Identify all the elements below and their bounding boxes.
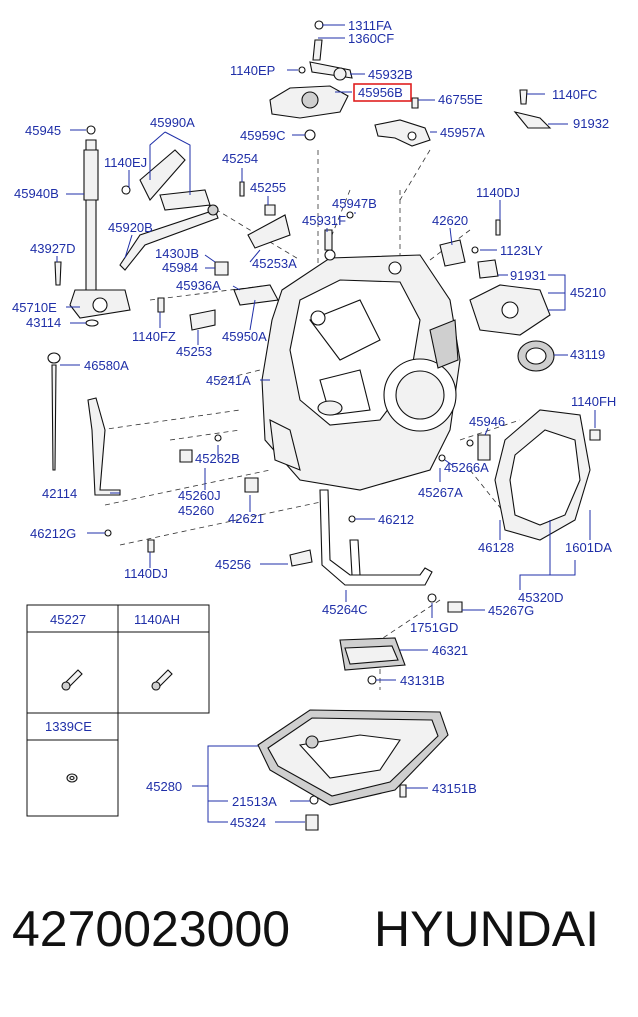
label-1140FZ[interactable]: 1140FZ xyxy=(132,329,176,344)
label-1140DJ-top[interactable]: 1140DJ xyxy=(476,185,520,200)
label-45932B[interactable]: 45932B xyxy=(368,67,413,82)
label-45260[interactable]: 45260 xyxy=(178,503,214,518)
oil-filter xyxy=(339,637,406,671)
highlight-box xyxy=(353,83,412,102)
label-45324[interactable]: 45324 xyxy=(230,815,266,830)
part-drawings xyxy=(47,20,601,831)
label-21513A[interactable]: 21513A xyxy=(232,794,277,809)
label-45264C[interactable]: 45264C xyxy=(322,602,368,617)
label-43927D[interactable]: 43927D xyxy=(30,241,76,256)
label-45255[interactable]: 45255 xyxy=(250,180,286,195)
label-1601DA[interactable]: 1601DA xyxy=(565,540,612,555)
label-43114[interactable]: 43114 xyxy=(26,315,61,330)
label-91931[interactable]: 91931 xyxy=(510,268,546,283)
label-46212[interactable]: 46212 xyxy=(378,512,414,527)
label-1123LY[interactable]: 1123LY xyxy=(500,243,543,258)
small-hardware xyxy=(104,181,491,831)
label-45957A[interactable]: 45957A xyxy=(440,125,485,140)
part-number-caption: 4270023000 xyxy=(12,901,291,957)
label-45260J[interactable]: 45260J xyxy=(178,488,221,503)
label-43131B[interactable]: 43131B xyxy=(400,673,445,688)
table-cell-45227[interactable]: 45227 xyxy=(50,612,86,627)
label-1311FA[interactable]: 1311FA xyxy=(348,18,392,33)
leader-lines xyxy=(56,24,596,823)
label-46128[interactable]: 46128 xyxy=(478,540,514,555)
label-45936A[interactable]: 45936A xyxy=(176,278,221,293)
hardware-table: 45227 1140AH 1339CE xyxy=(26,604,210,817)
label-45959C[interactable]: 45959C xyxy=(240,128,286,143)
label-1360CF[interactable]: 1360CF xyxy=(348,31,394,46)
nut-1339CE xyxy=(66,773,78,783)
label-45984[interactable]: 45984 xyxy=(162,260,198,275)
oil-pan xyxy=(257,709,449,806)
label-1140FC[interactable]: 1140FC xyxy=(552,87,597,102)
bolt-1140AH xyxy=(151,669,173,691)
label-45253[interactable]: 45253 xyxy=(176,344,212,359)
label-45254[interactable]: 45254 xyxy=(222,151,258,166)
label-45210[interactable]: 45210 xyxy=(570,285,606,300)
label-45956B[interactable]: 45956B xyxy=(358,85,403,100)
dipstick xyxy=(47,352,121,496)
label-45320D[interactable]: 45320D xyxy=(518,590,564,605)
bolt-45227 xyxy=(61,669,83,691)
label-45945[interactable]: 45945 xyxy=(25,123,61,138)
manual-lever xyxy=(119,149,219,271)
label-45931F[interactable]: 45931F xyxy=(302,213,346,228)
label-46755E[interactable]: 46755E xyxy=(438,92,483,107)
label-1140FH[interactable]: 1140FH xyxy=(571,394,616,409)
sensor-bracket xyxy=(374,89,552,147)
label-91932[interactable]: 91932 xyxy=(573,116,609,131)
part-labels: 1311FA 1360CF 1140EP 45932B 45956B 46755… xyxy=(12,18,616,830)
label-42114[interactable]: 42114 xyxy=(42,486,77,501)
label-46580A[interactable]: 46580A xyxy=(84,358,129,373)
label-46321[interactable]: 46321 xyxy=(432,643,468,658)
label-43151B[interactable]: 43151B xyxy=(432,781,477,796)
label-1751GD[interactable]: 1751GD xyxy=(410,620,458,635)
shift-linkage-top xyxy=(269,20,353,141)
oil-tube xyxy=(289,489,433,586)
brand-caption: HYUNDAI xyxy=(374,901,600,957)
label-45950A[interactable]: 45950A xyxy=(222,329,267,344)
label-45946[interactable]: 45946 xyxy=(469,414,505,429)
label-1140DJ-bottom[interactable]: 1140DJ xyxy=(124,566,168,581)
table-cell-1339CE[interactable]: 1339CE xyxy=(45,719,92,734)
label-45920B[interactable]: 45920B xyxy=(108,220,153,235)
label-45710E[interactable]: 45710E xyxy=(12,300,57,315)
side-cover xyxy=(494,409,601,541)
label-45256[interactable]: 45256 xyxy=(215,557,251,572)
label-45266A[interactable]: 45266A xyxy=(444,460,489,475)
label-45267A[interactable]: 45267A xyxy=(418,485,463,500)
label-45267G[interactable]: 45267G xyxy=(488,603,534,618)
label-42620[interactable]: 42620 xyxy=(432,213,468,228)
label-42621[interactable]: 42621 xyxy=(228,511,264,526)
label-45241A[interactable]: 45241A xyxy=(206,373,251,388)
label-45253A[interactable]: 45253A xyxy=(252,256,297,271)
shift-shaft xyxy=(54,125,131,327)
label-1140EJ[interactable]: 1140EJ xyxy=(104,155,147,170)
table-cell-1140AH[interactable]: 1140AH xyxy=(134,612,180,627)
label-46212G[interactable]: 46212G xyxy=(30,526,76,541)
transmission-case xyxy=(261,249,461,491)
label-1430JB[interactable]: 1430JB xyxy=(155,246,199,261)
label-45940B[interactable]: 45940B xyxy=(14,186,59,201)
right-bracket xyxy=(439,219,555,372)
label-43119[interactable]: 43119 xyxy=(570,347,605,362)
label-45947B[interactable]: 45947B xyxy=(332,196,377,211)
label-45280[interactable]: 45280 xyxy=(146,779,182,794)
label-45990A[interactable]: 45990A xyxy=(150,115,195,130)
label-1140EP[interactable]: 1140EP xyxy=(230,63,275,78)
label-45262B[interactable]: 45262B xyxy=(195,451,240,466)
